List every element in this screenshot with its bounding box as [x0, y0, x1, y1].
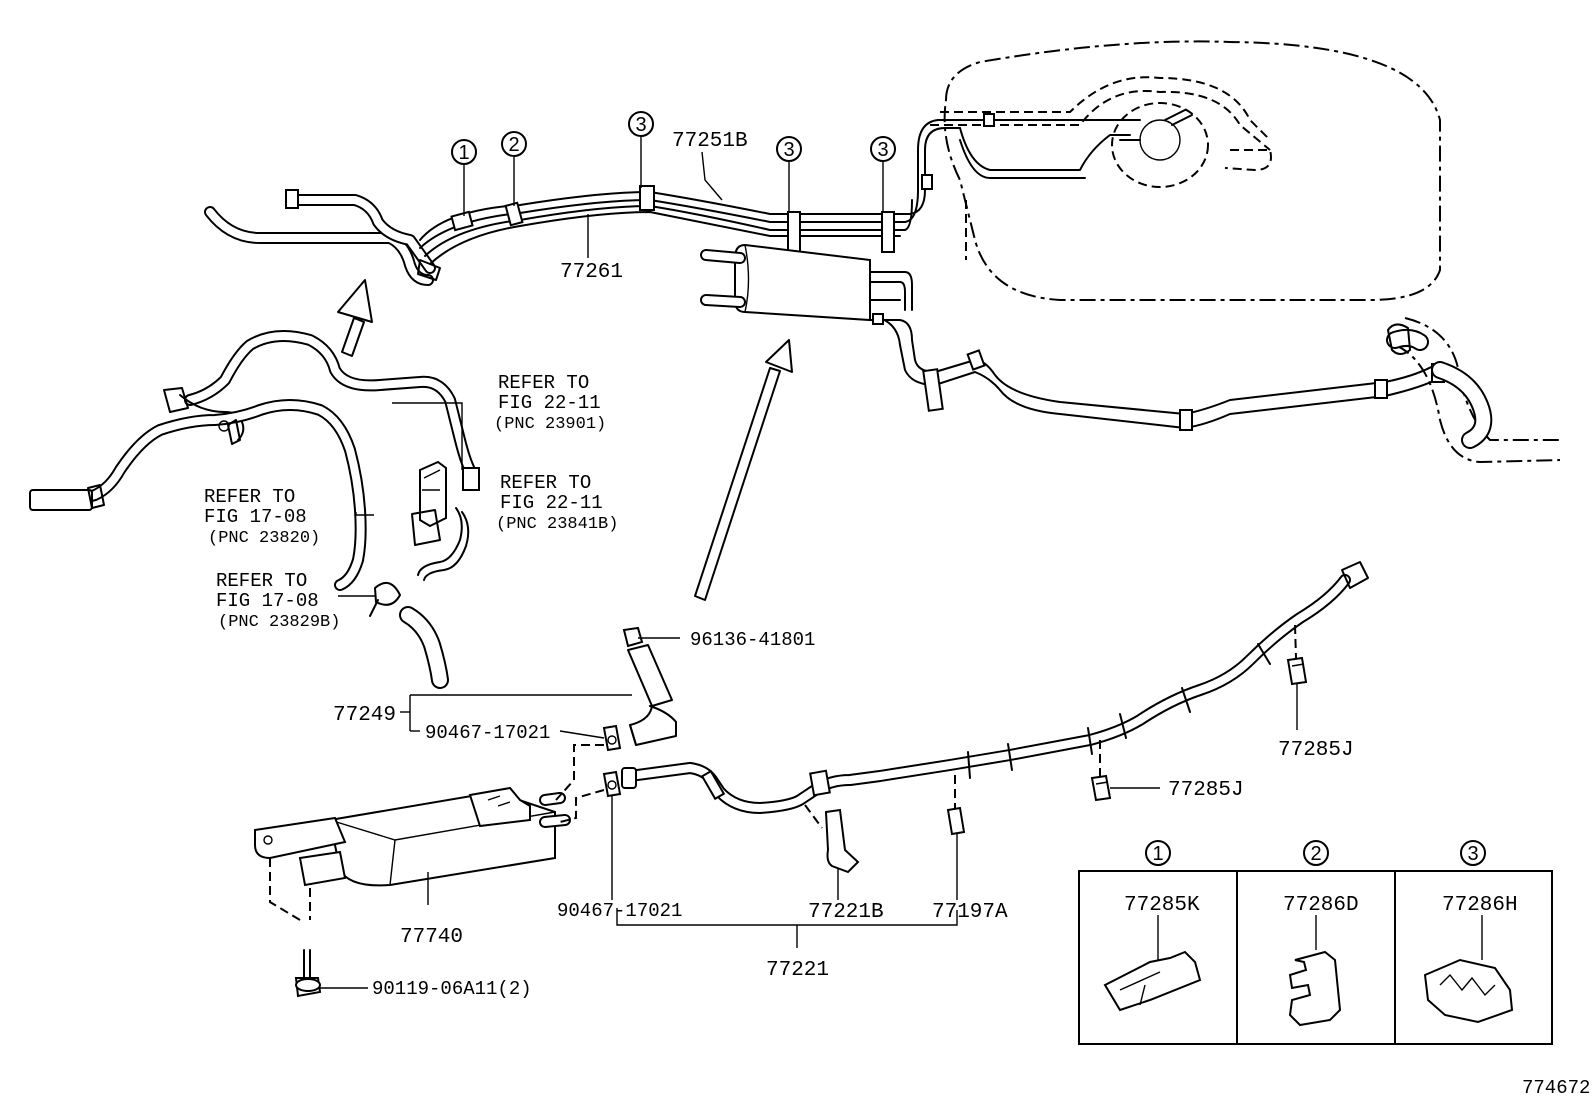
- ref2-line2: FIG 22-11: [500, 492, 603, 514]
- callout-3-b: 3: [776, 136, 802, 162]
- arrow-to-upper-lines: [337, 279, 373, 357]
- ref3-line1: REFER TO: [204, 486, 295, 508]
- reference-hoses: [29, 330, 480, 689]
- legend-part-77286D: 77286D: [1283, 894, 1359, 917]
- vent-line-to-tank: [922, 323, 1493, 449]
- callout-1: 1: [451, 139, 477, 165]
- legend-col-2: 2 77286D: [1283, 840, 1359, 1027]
- arrow-to-canister: [694, 339, 793, 601]
- legend-col-1: 1 77285K: [1103, 840, 1202, 1012]
- part-label-96136-41801: 96136-41801: [690, 629, 815, 651]
- part-label-77261: 77261: [560, 261, 623, 284]
- reference-note-4: REFER TO FIG 17-08 (PNC 23829B): [216, 570, 340, 632]
- callout-3-c: 3: [870, 136, 896, 162]
- reference-note-3: REFER TO FIG 17-08 (PNC 23820): [204, 486, 320, 548]
- ref4-line2: FIG 17-08: [216, 590, 319, 612]
- ref3-line3: (PNC 23820): [208, 529, 320, 548]
- legend-header-3: 3: [1467, 843, 1478, 865]
- part-label-77197A: 77197A: [932, 901, 1008, 924]
- ref4-line3: (PNC 23829B): [218, 613, 340, 632]
- ref3-line2: FIG 17-08: [204, 506, 307, 528]
- legend-header-1: 1: [1152, 843, 1163, 865]
- callout-3c-label: 3: [877, 139, 888, 161]
- ref2-line3: (PNC 23841B): [496, 515, 618, 534]
- part-label-77285J-a: 77285J: [1168, 779, 1244, 802]
- part-label-90467-17021-a: 90467-17021: [425, 722, 550, 744]
- part-label-90119-06A11: 90119-06A11(2): [372, 978, 532, 1000]
- clamp-77286D-icon: [1288, 950, 1342, 1027]
- callout-2: 2: [501, 131, 527, 157]
- ref4-line1: REFER TO: [216, 570, 307, 592]
- ref1-line2: FIG 22-11: [498, 392, 601, 414]
- reference-note-1: REFER TO FIG 22-11 (PNC 23901): [494, 372, 606, 434]
- callout-1-label: 1: [458, 142, 469, 164]
- legend-header-2: 2: [1310, 843, 1321, 865]
- legend-part-77285K: 77285K: [1124, 894, 1200, 917]
- figure-id: 774672: [1522, 1077, 1590, 1099]
- part-label-90467-17021-b: 90467-17021: [557, 900, 682, 922]
- callout-3b-label: 3: [783, 139, 794, 161]
- part-label-77249: 77249: [333, 704, 396, 727]
- ref1-line1: REFER TO: [498, 372, 589, 394]
- callout-2-label: 2: [508, 134, 519, 156]
- charcoal-canister-upper: [700, 243, 936, 386]
- clamp-77286H-icon: [1423, 958, 1514, 1024]
- fuel-line-77261: [204, 113, 1141, 286]
- hose-77249: [622, 626, 677, 746]
- legend-col-3: 3 77286H: [1423, 840, 1518, 1024]
- reference-note-2: REFER TO FIG 22-11 (PNC 23841B): [496, 472, 618, 534]
- part-label-77251B: 77251B: [672, 130, 748, 153]
- ref2-line1: REFER TO: [500, 472, 591, 494]
- leader-lines: [318, 136, 1298, 989]
- callout-3-a: 3: [628, 111, 654, 137]
- clamps-90467: [555, 724, 622, 823]
- vent-line-77221: [621, 561, 1369, 874]
- part-label-77221: 77221: [766, 959, 829, 982]
- part-label-77285J-b: 77285J: [1278, 739, 1354, 762]
- part-label-77740: 77740: [400, 926, 463, 949]
- legend-part-77286H: 77286H: [1442, 894, 1518, 917]
- clamp-77285K-icon: [1103, 950, 1202, 1012]
- clamp-legend-table: 1 77285K 2 77286D 3 77286H: [1078, 840, 1553, 1045]
- callout-3a-label: 3: [635, 114, 646, 136]
- charcoal-canister-77740: [254, 786, 571, 998]
- ref1-line3: (PNC 23901): [494, 415, 606, 434]
- part-label-77221B: 77221B: [808, 901, 884, 924]
